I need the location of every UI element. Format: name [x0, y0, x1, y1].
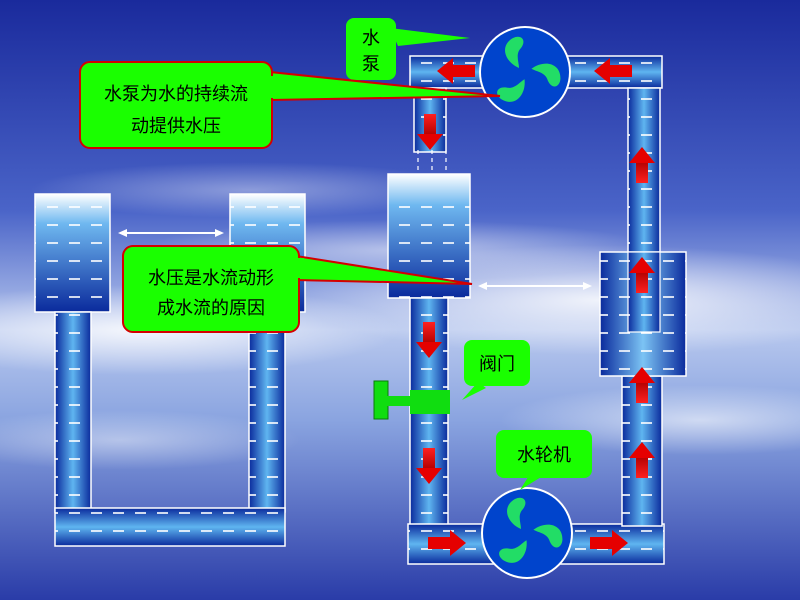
pressure-callout: 水压是水流动形 成水流的原因 [122, 245, 473, 333]
pump-label-line1: 水 [362, 28, 380, 49]
valve-label-bubble: 阀门 [462, 340, 530, 400]
pump-label-bubble: 水 泵 [346, 18, 470, 80]
turbine-label: 水轮机 [517, 445, 571, 466]
height-difference-arrow [478, 282, 592, 290]
valve-label: 阀门 [479, 354, 515, 375]
turbine-rotor-icon [481, 487, 573, 579]
valve-handle-icon [373, 380, 450, 420]
pressure-callout-line2: 成水流的原因 [157, 298, 265, 319]
pump-callout-line1: 水泵为水的持续流 [104, 84, 248, 105]
level-equal-arrow [118, 229, 224, 237]
pump-callout: 水泵为水的持续流 动提供水压 [79, 61, 501, 149]
pump-callout-line2: 动提供水压 [131, 116, 221, 137]
pressure-callout-line1: 水压是水流动形 [148, 268, 274, 289]
turbine-label-bubble: 水轮机 [496, 430, 592, 490]
pump-rotor-icon [479, 26, 571, 118]
pump-label-line2: 泵 [362, 54, 380, 75]
water-circuit [373, 26, 687, 579]
